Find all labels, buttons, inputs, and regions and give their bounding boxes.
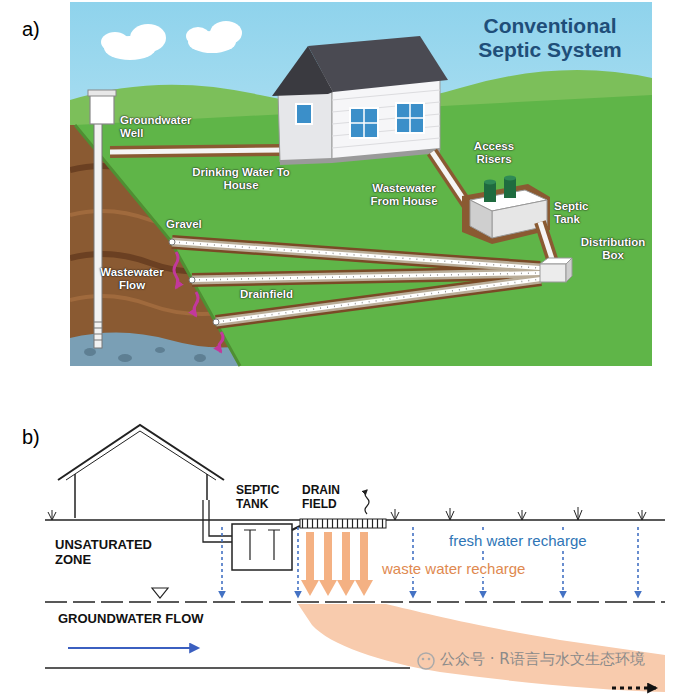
- diagram-title: Conventional Septic System: [455, 14, 645, 62]
- panel-label: a): [22, 18, 40, 41]
- part-label: Groundwater Well: [120, 114, 200, 140]
- zone-label: UNSATURATED ZONE: [55, 538, 175, 568]
- panel-label: b): [22, 426, 40, 449]
- part-label: Drinking Water To House: [190, 166, 292, 192]
- part-label: Drainfield: [240, 288, 293, 301]
- part-label: DRAIN FIELD: [302, 484, 354, 512]
- part-label: Wastewater From House: [366, 182, 442, 208]
- annotation: waste water recharge: [380, 560, 527, 577]
- part-label: Septic Tank: [554, 200, 598, 226]
- annotation: fresh water recharge: [447, 532, 589, 549]
- zone-label: GROUNDWATER FLOW: [58, 612, 204, 627]
- part-label: Access Risers: [468, 140, 520, 166]
- part-label: Wastewater Flow: [96, 266, 168, 292]
- cross-section-drawing: [45, 425, 665, 692]
- part-label: SEPTIC TANK: [236, 484, 292, 512]
- part-label: Distribution Box: [575, 236, 651, 262]
- part-label: Gravel: [166, 218, 202, 231]
- watermark: 公众号 · R语言与水文生态环境: [440, 651, 645, 668]
- septic-illustration: [70, 2, 652, 366]
